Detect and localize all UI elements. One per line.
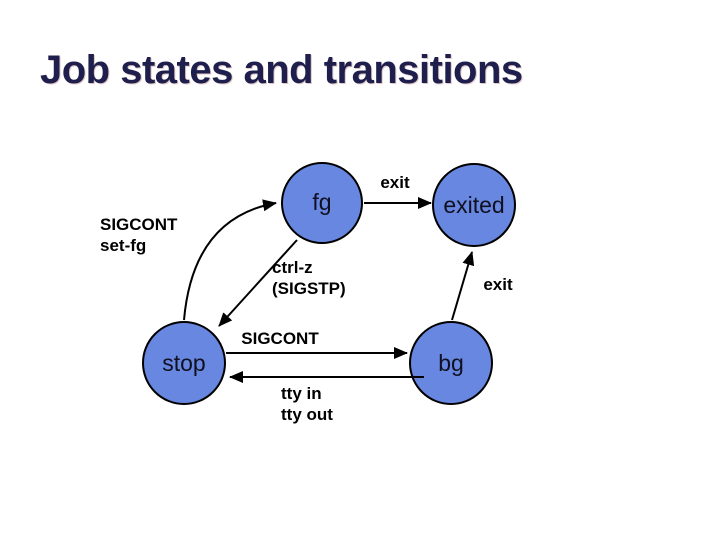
state-label-stop: stop bbox=[162, 350, 206, 376]
edge-label-line: set-fg bbox=[100, 236, 147, 255]
edge-label-line: tty in bbox=[281, 384, 322, 403]
edge-label-line: (SIGSTP) bbox=[272, 279, 346, 298]
edge-label-tty-in-out: tty in tty out bbox=[281, 383, 333, 425]
state-stop-circle bbox=[142, 321, 226, 405]
edge-label-ctrlz-sigstp: ctrl-z (SIGSTP) bbox=[272, 257, 346, 299]
edge-label-line: tty out bbox=[281, 405, 333, 424]
arrow-bg-to-exited bbox=[451, 251, 475, 321]
edge-label-exit-top: exit bbox=[380, 173, 410, 192]
arrow-stop-to-fg-curve bbox=[183, 199, 277, 321]
state-label-exited: exited bbox=[443, 192, 505, 218]
edge-label-line: SIGCONT bbox=[100, 215, 178, 234]
state-exited-circle bbox=[432, 163, 516, 247]
state-label-fg: fg bbox=[312, 189, 332, 215]
edge-label-sigcont-setfg: SIGCONT set-fg bbox=[100, 214, 177, 256]
edge-label-exit-right: exit bbox=[483, 275, 513, 294]
state-label-bg: bg bbox=[438, 350, 464, 376]
edge-label-line: ctrl-z bbox=[272, 258, 313, 277]
state-bg-circle bbox=[409, 321, 493, 405]
slide-title: Job states and transitions bbox=[40, 48, 523, 92]
state-fg-circle bbox=[281, 162, 363, 244]
edge-label-sigcont-mid: SIGCONT bbox=[241, 329, 319, 348]
arrow-fg-to-stop bbox=[218, 239, 298, 327]
